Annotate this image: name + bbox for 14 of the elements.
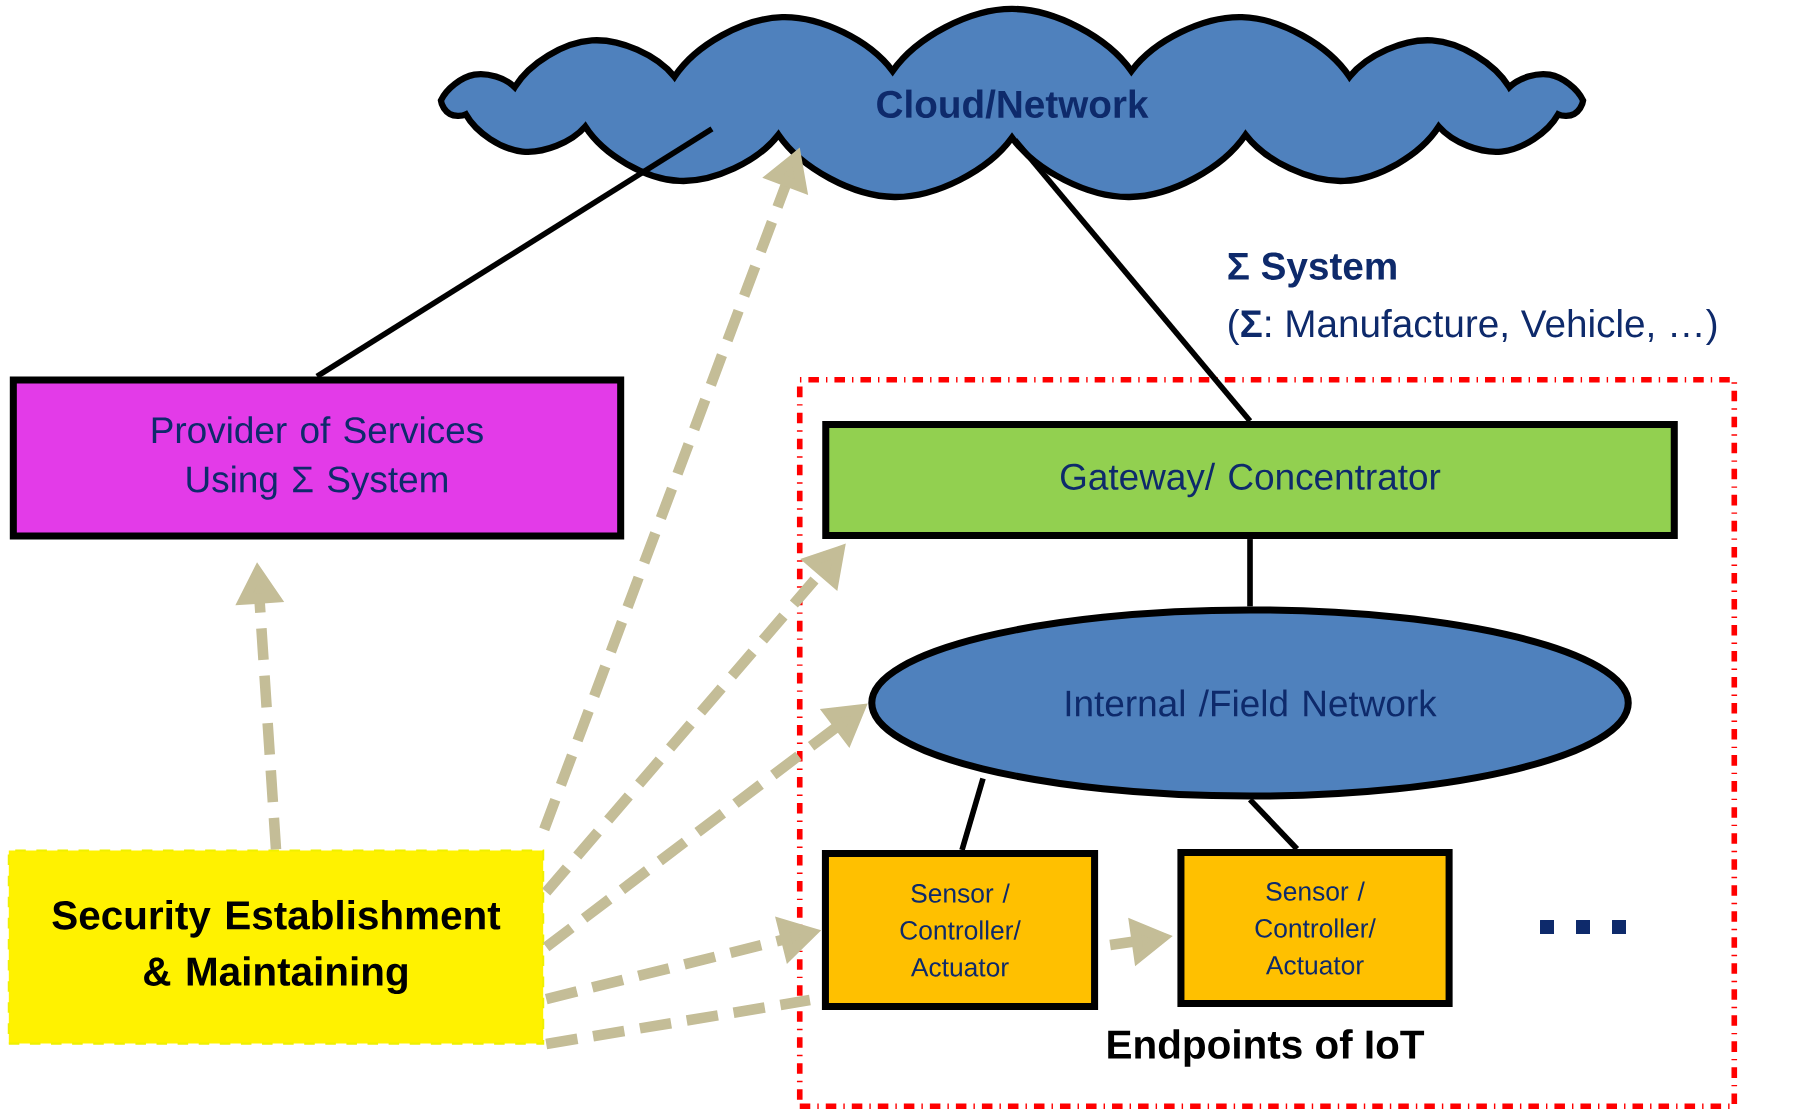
connector-line	[315, 126, 714, 379]
device-box: Sensor / Controller/ Actuator	[821, 849, 1099, 1011]
service-box: Provider of Services Using Σ System	[9, 376, 625, 540]
system-boundary	[796, 377, 1738, 1109]
connector-line	[545, 994, 811, 1050]
connector-line	[1247, 797, 1300, 851]
connector-line	[1247, 539, 1253, 607]
device-box: Sensor / Controller/ Actuator	[1177, 848, 1453, 1008]
group-label: Endpoints of IoT	[1108, 1029, 1425, 1067]
system-label: Σ System	[1228, 252, 1396, 288]
system-label: (Σ: Manufacture, Vehicle, …)	[1229, 309, 1717, 345]
security-box: Security Establishment & Maintaining	[7, 849, 545, 1045]
gateway-box: Gateway/ Concentrator	[822, 420, 1678, 540]
connector-line	[959, 777, 986, 851]
